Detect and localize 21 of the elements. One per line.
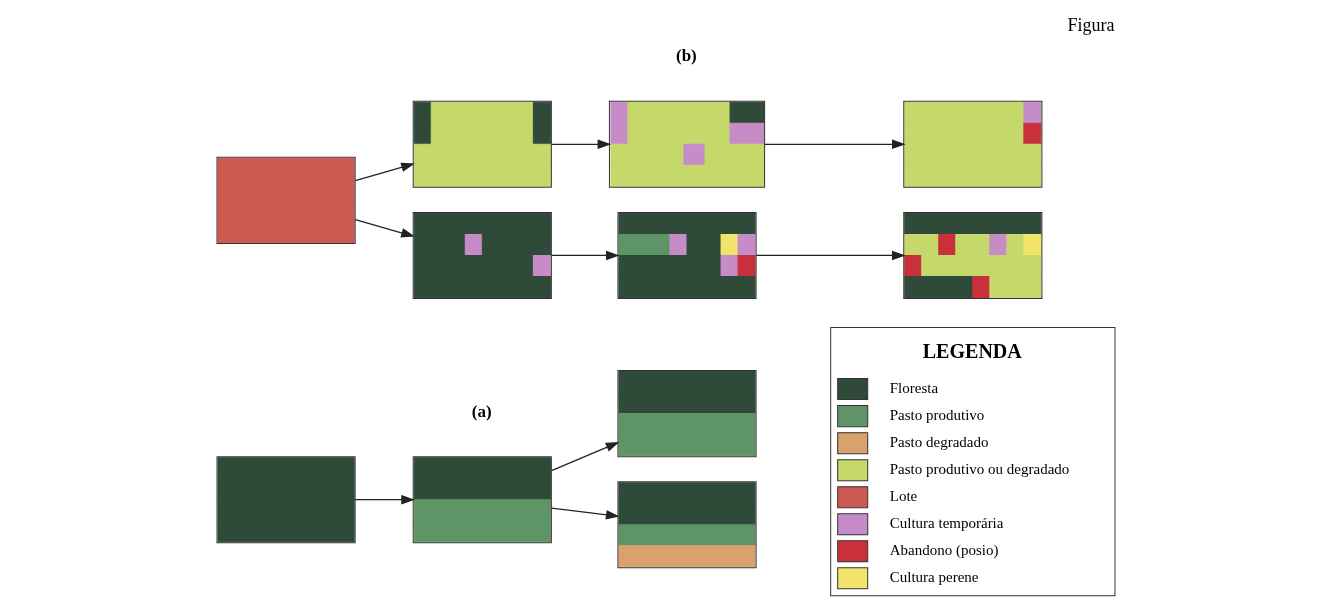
arrow	[354, 219, 415, 238]
legend-label: Lote	[889, 487, 918, 504]
legend-label: Floresta	[889, 379, 939, 396]
legend-label: Cultura perene	[889, 568, 979, 585]
arrow	[551, 139, 612, 150]
label: (b)	[676, 46, 697, 66]
arrow	[354, 162, 415, 182]
legend-label: Pasto degradado	[889, 433, 989, 450]
arrow	[551, 507, 620, 520]
arrow	[551, 441, 620, 472]
diagram-title: Figura	[1067, 14, 1115, 35]
label: (a)	[471, 401, 492, 421]
arrow	[764, 139, 906, 150]
legend-label: Cultura temporária	[889, 514, 1004, 531]
legend-label: Abandono (posio)	[889, 541, 999, 558]
arrow	[755, 250, 906, 261]
arrow	[551, 250, 620, 261]
label: LEGENDA	[922, 339, 1022, 362]
legend-label: Pasto produtivo	[889, 406, 985, 423]
legend-label: Pasto produtivo ou degradado	[889, 460, 1070, 477]
arrow	[354, 494, 415, 505]
